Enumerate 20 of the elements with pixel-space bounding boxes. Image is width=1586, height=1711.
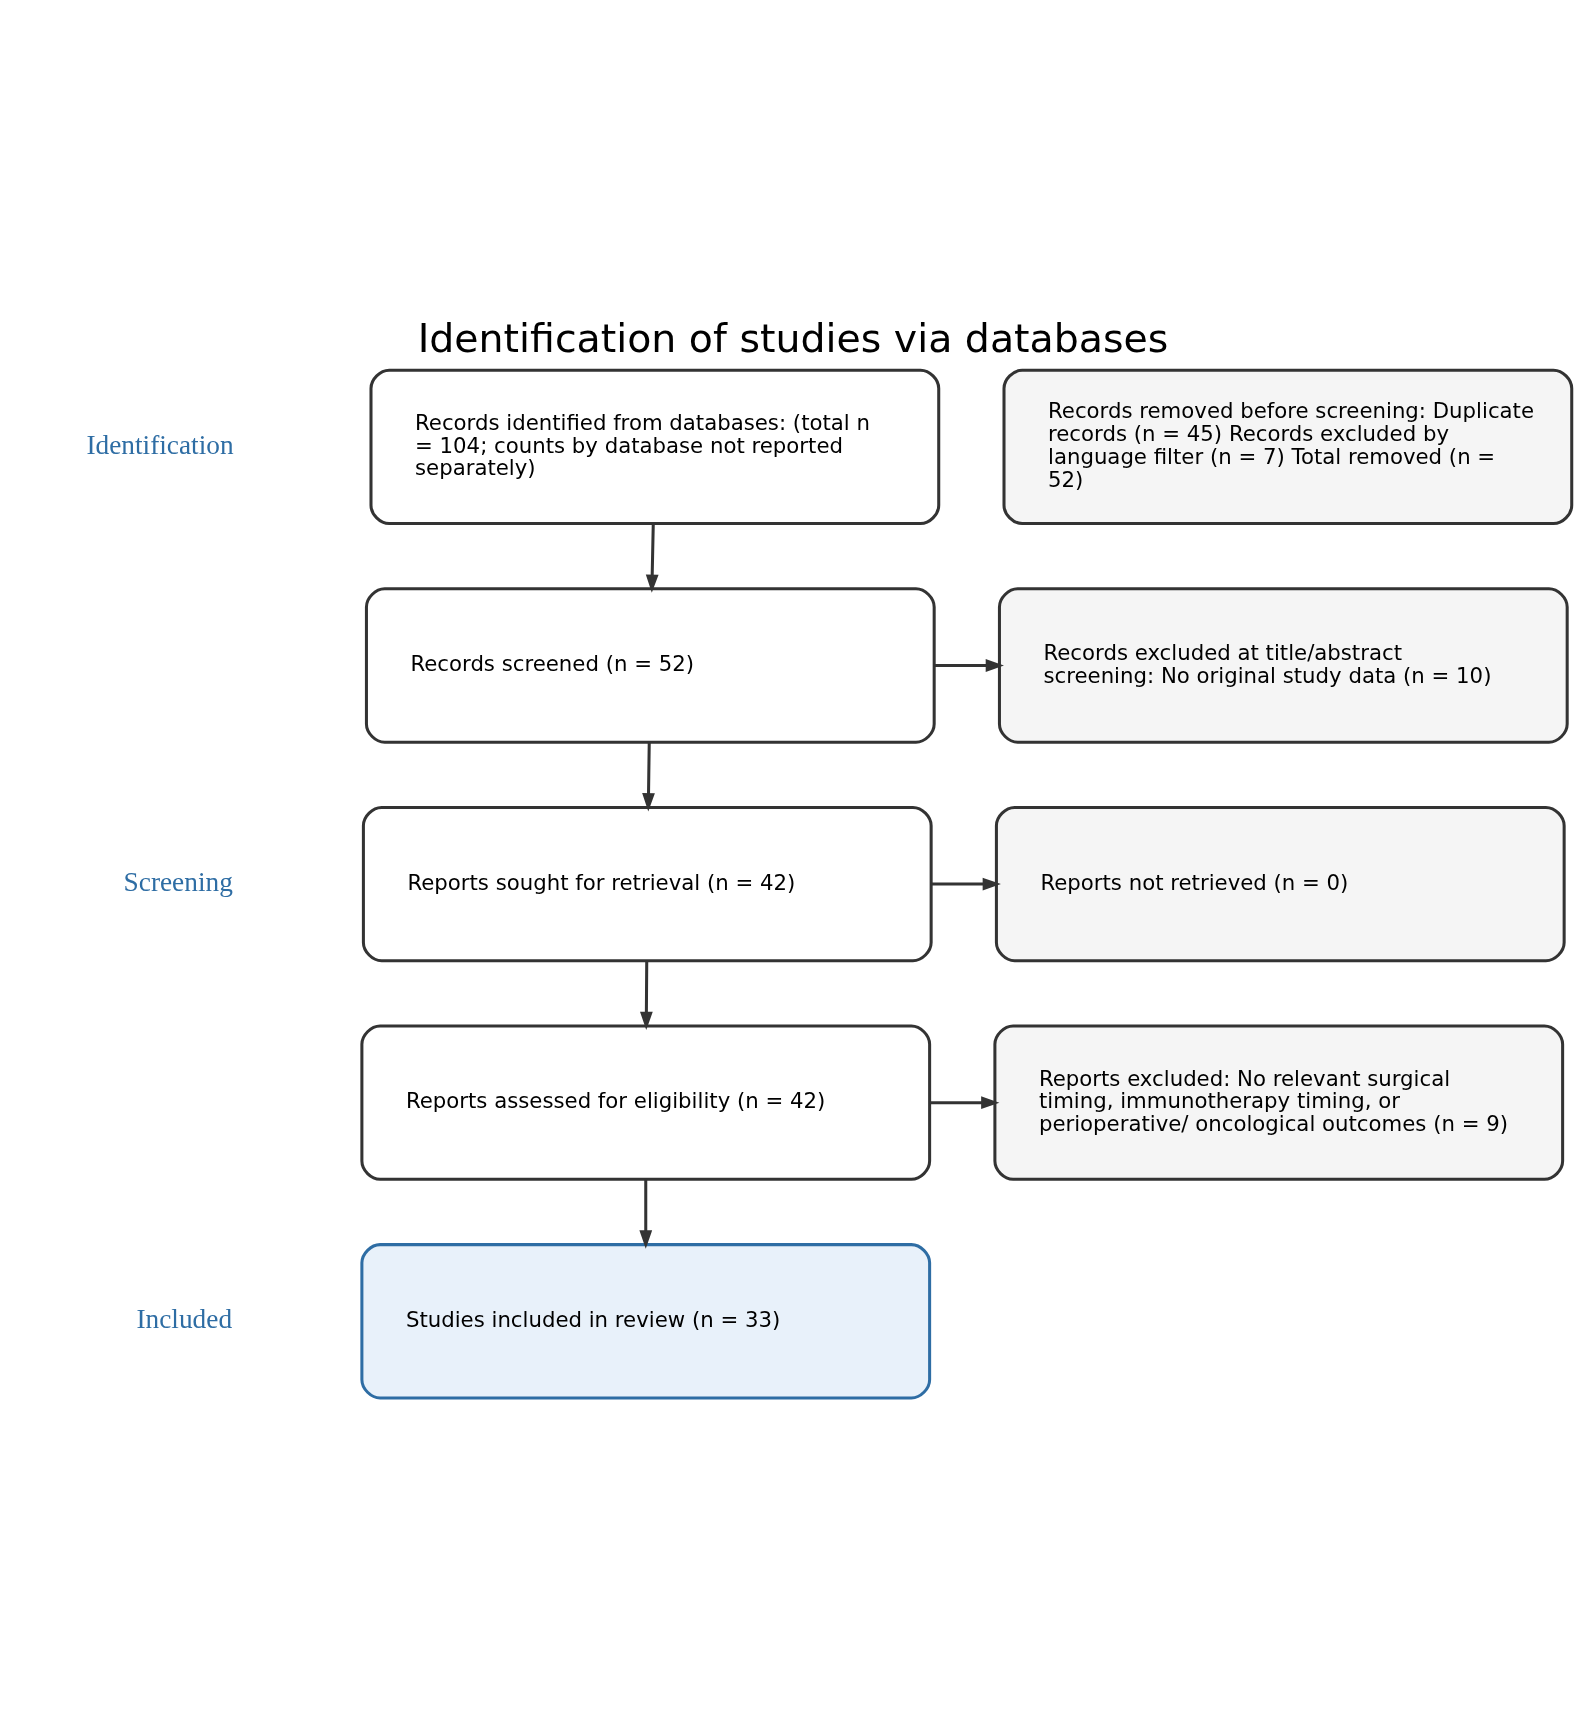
node-box: Reports not retrieved (n = 0): [994, 805, 1566, 962]
arrow: [645, 523, 659, 593]
node-box: Reports sought for retrieval (n = 42): [361, 805, 933, 962]
arrow: [930, 1095, 1000, 1109]
arrow: [640, 960, 653, 1030]
node-box: Reports assessed for eligibility (n = 42): [360, 1024, 932, 1181]
node-box: Records excluded at title/abstract screening: No original study data (n = 10): [997, 586, 1569, 744]
arrow: [642, 741, 655, 811]
label: Included: [136, 1303, 233, 1334]
node-box: Reports excluded: No relevant surgical timing, immunotherapy timing, or perioperative/ oncological outcomes (n = 9): [993, 1024, 1565, 1181]
label: Identification: [86, 429, 234, 460]
node-box: Studies included in review (n = 33): [360, 1242, 932, 1399]
label: Screening: [123, 866, 233, 897]
node-box: Records removed before screening: Duplicate records (n = 45) Records excluded by language filter (n = 7) Total removed (n = 52): [1002, 368, 1574, 525]
arrow: [931, 877, 1001, 890]
diagram-title: Identification of studies via databases: [417, 314, 1169, 361]
node-box: Records identified from databases: (total n = 104; counts by database not reported separately): [369, 368, 941, 525]
arrow: [934, 658, 1004, 672]
arrow: [639, 1179, 653, 1249]
node-box: Records screened (n = 52): [364, 586, 936, 744]
